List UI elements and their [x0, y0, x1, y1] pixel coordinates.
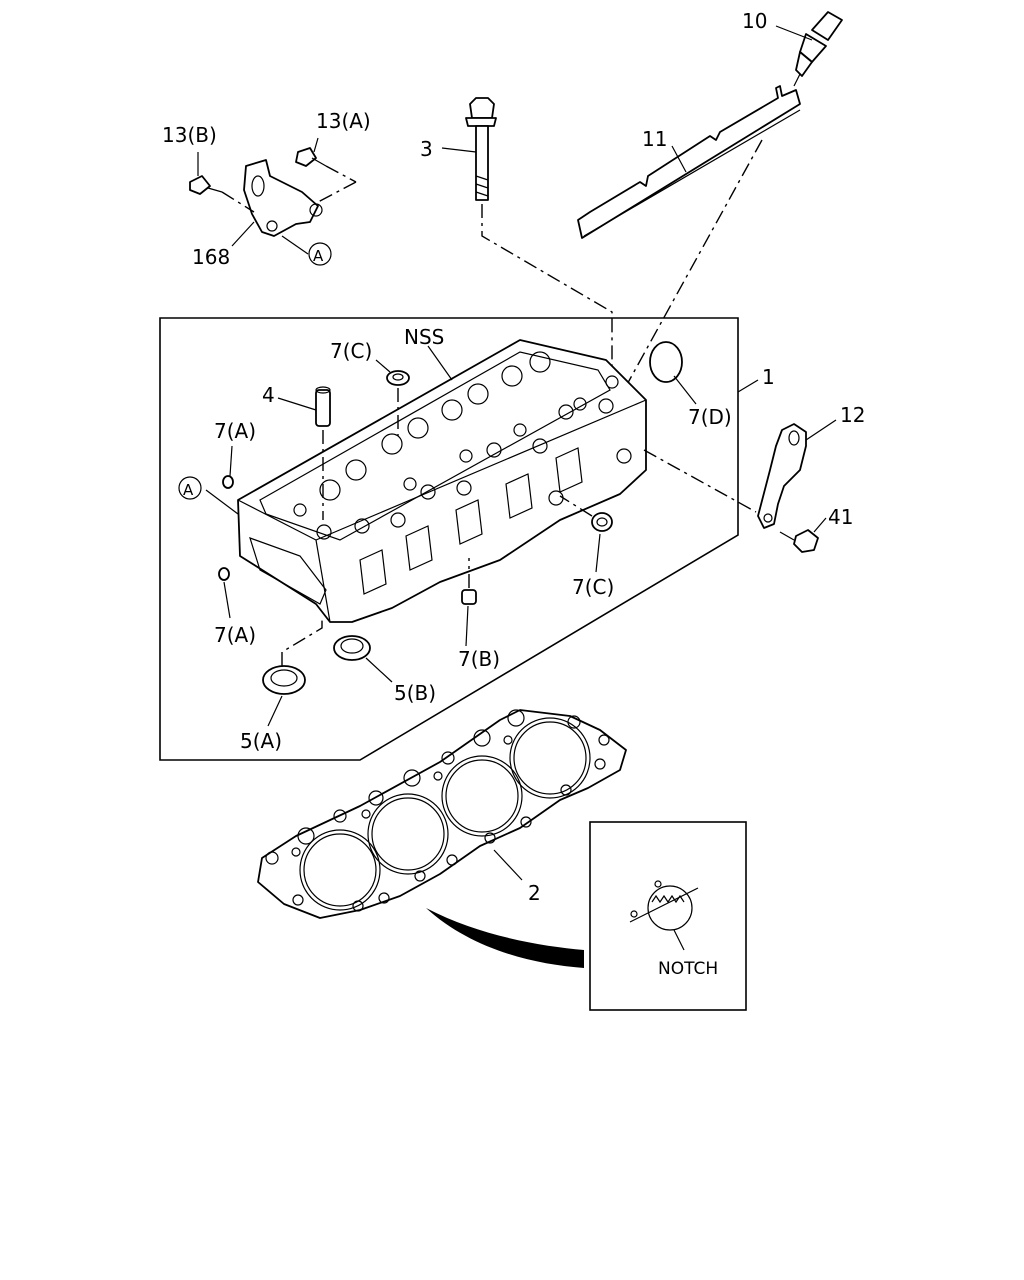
- cylinder-head-valve-bosses: [293, 351, 632, 540]
- plug-7d: [649, 341, 683, 383]
- label-5a: 5(A): [240, 729, 282, 753]
- glow-plug-part-10: [793, 11, 843, 87]
- notch-pointer-arrow: [426, 908, 584, 968]
- circle-marker-left: [178, 476, 202, 500]
- label-circle-a-left: A: [183, 481, 194, 499]
- label-7b: 7(B): [458, 647, 500, 671]
- label-41: 41: [828, 505, 853, 529]
- seal-5b: [333, 635, 371, 661]
- part-labels: 10 11 13(B) 13(A) 3 168 A NSS 7(C) 1 4 7…: [162, 9, 865, 979]
- label-7a-top: 7(A): [214, 419, 256, 443]
- label-7a-bottom: 7(A): [214, 623, 256, 647]
- bracket-part-12: [757, 423, 807, 529]
- leader-lines: [197, 25, 837, 881]
- cylinder-head-part-1: [237, 339, 647, 623]
- label-168: 168: [192, 245, 230, 269]
- bolt-13a: [295, 147, 327, 167]
- label-10: 10: [742, 9, 767, 33]
- plug-7a-bottom: [218, 567, 230, 581]
- label-2: 2: [528, 881, 541, 905]
- connector-plate-lower-edge: [583, 109, 801, 237]
- sleeve-part-4: [315, 386, 331, 427]
- seal-5a: [262, 665, 306, 695]
- bolt-13b: [189, 175, 223, 195]
- label-13b: 13(B): [162, 123, 217, 147]
- label-13a: 13(A): [316, 109, 371, 133]
- label-5b: 5(B): [394, 681, 436, 705]
- label-nss: NSS: [404, 325, 444, 349]
- bracket-part-168: [243, 159, 323, 237]
- plug-7b: [461, 589, 477, 605]
- label-3: 3: [420, 137, 433, 161]
- label-notch: NOTCH: [658, 959, 718, 979]
- label-circle-a-top: A: [313, 247, 324, 265]
- label-1: 1: [762, 365, 775, 389]
- assembly-frame: [159, 317, 739, 761]
- circle-marker-top: [308, 242, 332, 266]
- cylinder-head-ports: [249, 447, 583, 605]
- label-4: 4: [262, 383, 275, 407]
- plug-7c-top: [386, 370, 410, 386]
- label-7c-top: 7(C): [330, 339, 372, 363]
- bolt-41: [779, 529, 819, 553]
- head-bolt-part-3: [465, 97, 497, 201]
- label-7c-right: 7(C): [572, 575, 614, 599]
- connector-plate-part-11: [577, 85, 801, 239]
- label-12: 12: [840, 403, 865, 427]
- label-7d: 7(D): [688, 405, 732, 429]
- plug-7a-top: [222, 475, 234, 489]
- notch-detail: [629, 880, 699, 951]
- label-11: 11: [642, 127, 667, 151]
- notch-detail-box: [589, 821, 747, 1011]
- plug-7c-right: [591, 512, 613, 532]
- head-gasket-part-2: [257, 709, 627, 919]
